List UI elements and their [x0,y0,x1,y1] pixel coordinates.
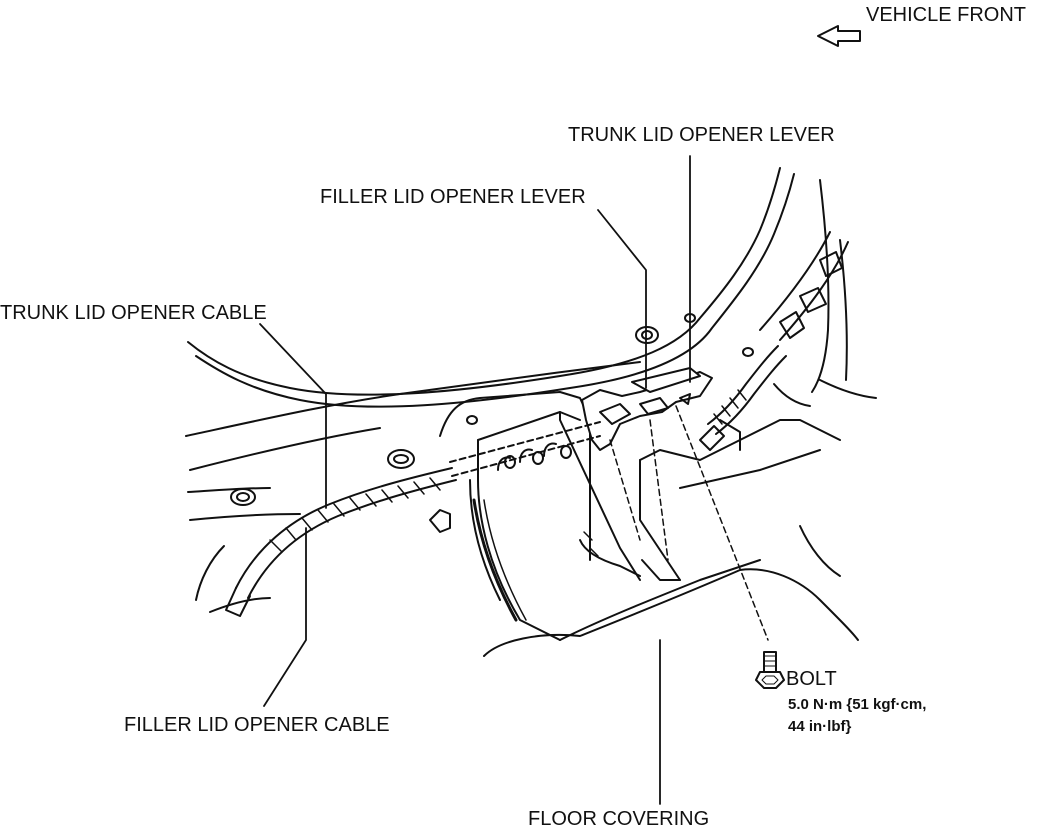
corrugated-harness [225,467,527,622]
torque-spec-line2: 44 in·lbf} [788,718,852,735]
torque-spec-line1: 5.0 N·m {51 kgf·cm, [788,696,927,713]
trunk-lid-opener-cable-label: TRUNK LID OPENER CABLE [0,302,267,324]
bolt-label: BOLT [786,668,837,690]
filler-lid-opener-lever-label: FILLER LID OPENER LEVER [320,186,586,208]
filler-lid-opener-cable-label: FILLER LID OPENER CABLE [124,714,390,736]
lever-assembly [581,367,713,451]
side-panel [429,391,641,641]
vehicle-front-label: VEHICLE FRONT [866,4,1027,26]
trunk-lid-opener-lever-label: TRUNK LID OPENER LEVER [568,124,835,146]
bolt-icon [755,651,785,689]
hidden-cable-routes [449,405,769,641]
leader-lines [259,155,691,805]
floor-covering-label: FLOOR COVERING [528,808,710,830]
leader-filler-lid-opener-cable [263,527,307,707]
floor-covering-outline [483,379,877,657]
leader-filler-lid-opener-lever [597,209,647,389]
body-frame-outline [185,167,849,613]
vehicle-front-arrow-icon [817,25,861,47]
right-cable [699,251,843,451]
leader-trunk-lid-opener-cable [259,323,327,509]
